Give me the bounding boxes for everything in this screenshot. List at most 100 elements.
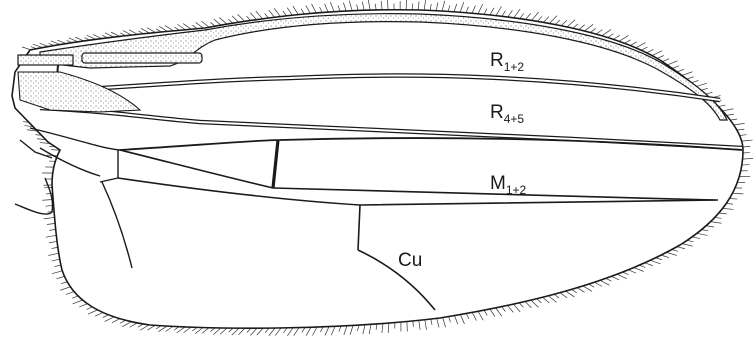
fringe-hair — [740, 135, 747, 136]
fringe-hair — [496, 308, 502, 316]
fringe-hair — [301, 9, 304, 14]
fringe-hair — [602, 30, 611, 36]
fringe-hair — [105, 317, 114, 322]
fringe-hair — [140, 325, 149, 330]
fringe-hair — [66, 292, 74, 295]
fringe-hair — [449, 317, 451, 323]
fringe-hair — [697, 233, 708, 235]
fringe-hair — [130, 323, 138, 327]
fringe-hair — [650, 260, 660, 263]
fringe-hair — [526, 13, 531, 19]
fringe-hair — [287, 328, 293, 336]
humeral-cell-2 — [82, 53, 202, 63]
fringe-hair — [376, 324, 377, 330]
fringe-hair — [330, 2, 334, 12]
fringe-hair — [705, 92, 712, 94]
fringe-hair — [49, 229, 55, 230]
fringe-hair — [123, 31, 132, 36]
fringe-hair — [269, 328, 275, 336]
fringe-hair — [72, 296, 78, 298]
fringe-hair — [363, 325, 365, 334]
fringe-hair — [238, 328, 245, 335]
fringe-hair — [466, 7, 468, 13]
fringe-hair — [701, 88, 708, 90]
fringe-hair — [196, 22, 204, 28]
fringe-hair — [73, 300, 83, 304]
fringe-hair — [419, 320, 420, 329]
fringe-hair — [344, 326, 347, 335]
label-r12-main: R — [490, 50, 504, 71]
fringe-hair — [672, 66, 679, 69]
label-m12-sub: 1+2 — [506, 183, 527, 197]
fringe-hair — [727, 114, 734, 115]
fringe-hair — [436, 2, 438, 10]
fringe-hair — [566, 291, 575, 297]
fringe-hair — [652, 51, 662, 56]
fringe-hair — [460, 2, 464, 12]
fringe-hair — [382, 323, 383, 333]
fringe-hair — [647, 49, 654, 52]
fringe-hair — [52, 247, 58, 248]
fringe-hair — [596, 30, 602, 34]
fringe-hair — [490, 8, 494, 15]
fringe-hair — [455, 316, 458, 325]
alula-outline — [15, 178, 53, 214]
fringe-hair — [723, 208, 734, 209]
fringe-hair — [95, 312, 103, 316]
fringe-hair — [88, 310, 98, 314]
fringe-hair — [667, 61, 677, 65]
fringe-hair — [549, 16, 557, 24]
fringe-hair — [484, 9, 487, 15]
fringe-hair — [585, 24, 594, 31]
fringe-hair — [628, 270, 636, 273]
fringe-hair — [543, 17, 548, 23]
fringe-hair — [519, 303, 523, 307]
fringe-hair — [61, 282, 67, 284]
fringe-hair — [448, 5, 450, 11]
fringe-hair — [293, 6, 299, 15]
fringe-hair — [723, 109, 734, 111]
fringe-hair — [368, 0, 370, 10]
fringe-hair — [636, 43, 646, 48]
fringe-hair — [306, 6, 310, 14]
fringe-hair — [202, 328, 209, 334]
fringe-hair — [49, 241, 57, 243]
fringe-hair — [430, 4, 431, 10]
fringe-hair — [219, 18, 227, 25]
fringe-hair — [555, 20, 560, 25]
fringe-hair — [312, 327, 317, 335]
fringe-hair — [502, 307, 506, 312]
label-m12-main: M — [490, 173, 506, 194]
fringe-hair — [331, 326, 335, 335]
fringe-hair — [431, 319, 432, 325]
fringe-hair — [508, 305, 514, 312]
fringe-hair — [48, 253, 58, 255]
fringe-hair — [583, 286, 592, 291]
fringe-hair — [454, 4, 457, 12]
fringe-hair — [325, 4, 329, 12]
fringe-hair — [718, 105, 725, 106]
fringe-hair — [730, 119, 737, 120]
fringe-hair — [696, 83, 707, 86]
fringe-hair — [525, 302, 531, 308]
fringe-hair — [48, 211, 54, 212]
fringe-hair — [645, 263, 653, 266]
fringe-hair — [692, 237, 700, 239]
fringe-hair — [706, 226, 714, 227]
fringe-hair — [437, 318, 439, 327]
fringe-hair — [195, 328, 203, 334]
fringe-hair — [22, 47, 31, 50]
fringe-hair — [256, 11, 263, 19]
fringe-hair — [87, 307, 93, 309]
fringe-hair — [743, 146, 751, 147]
fringe-hair — [112, 319, 120, 323]
fringe-hair — [732, 193, 743, 194]
fringe-hair — [443, 318, 446, 328]
fringe-hair — [165, 26, 173, 31]
fringe-hair — [742, 140, 753, 141]
fringe-hair — [320, 7, 323, 13]
fringe-hair — [147, 28, 155, 33]
fringe-hair — [375, 4, 376, 10]
fringe-hair — [478, 311, 483, 320]
fringe-hair — [287, 8, 292, 16]
